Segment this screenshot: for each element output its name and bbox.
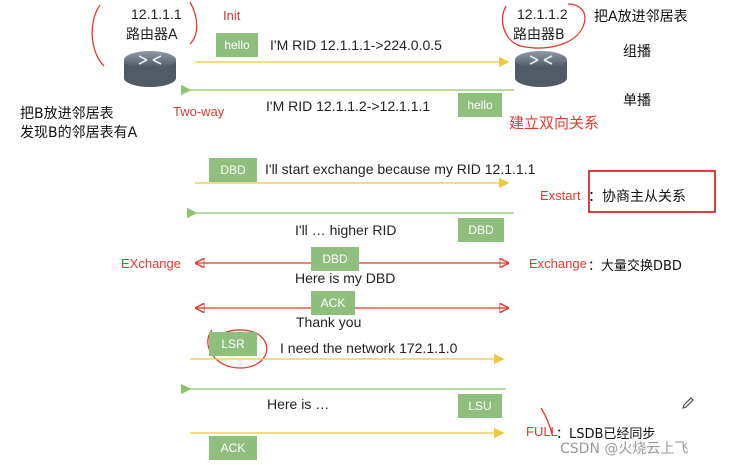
router-b-name: 路由器B	[513, 27, 565, 43]
badge-dbd-3: DBD	[311, 247, 359, 271]
note-exstart-desc: ：协商主从关系	[588, 189, 686, 205]
badge-lsr: LSR	[209, 332, 257, 356]
router-a-circle-mark	[91, 1, 198, 67]
state-exchange-right: Exchange	[529, 256, 587, 271]
badge-hello-a: hello	[216, 33, 258, 57]
note-unicast: 单播	[623, 93, 651, 109]
state-exchange-left: EXchange	[121, 256, 181, 271]
state-exstart: Exstart	[540, 188, 581, 203]
watermark: CSDN @火烧云上飞	[560, 441, 689, 457]
msg-dbd-2: I'll … higher RID	[295, 222, 397, 238]
note-b-add-a: 把A放进邻居表	[594, 9, 688, 25]
router-a-icon	[124, 51, 176, 87]
state-two-way: Two-way	[173, 104, 225, 119]
msg-dbd-3: Here is my DBD	[295, 270, 396, 286]
badge-hello-b: hello	[458, 93, 502, 117]
pen-icon	[682, 397, 694, 409]
exstart-box	[588, 170, 716, 213]
router-b-circle-mark	[501, 3, 586, 49]
full-tick-mark	[540, 407, 553, 435]
router-a-ip: 12.1.1.1	[131, 6, 182, 22]
note-a-add-b-line1: 把B放进邻居表	[20, 106, 114, 122]
msg-lsu: Here is …	[267, 396, 330, 412]
msg-dbd-1: I'll start exchange because my RID 12.1.…	[265, 161, 536, 177]
msg-ack-1: Thank you	[296, 314, 362, 330]
note-exchange-desc: ：大量交换DBD	[588, 259, 682, 274]
badge-ack-1: ACK	[311, 291, 355, 315]
router-a-name: 路由器A	[126, 27, 178, 43]
state-init: Init	[223, 8, 241, 23]
badge-ack-2: ACK	[209, 436, 257, 460]
msg-hello-a: I'M RID 12.1.1.1->224.0.0.5	[270, 37, 442, 53]
note-a-add-b-line2: 发现B的邻居表有A	[20, 125, 138, 141]
router-b-icon	[515, 51, 567, 87]
msg-lsr: I need the network 172.1.1.0	[280, 340, 458, 356]
note-multicast: 组播	[623, 44, 651, 60]
note-full-desc: ：LSDB已经同步	[556, 427, 656, 442]
note-bidirectional: 建立双向关系	[509, 114, 600, 132]
state-full: FULL	[526, 424, 558, 439]
badge-lsu: LSU	[458, 394, 502, 418]
router-b-ip: 12.1.1.2	[517, 6, 568, 22]
badge-dbd-2: DBD	[458, 218, 504, 242]
badge-dbd-1: DBD	[209, 158, 257, 182]
msg-hello-b: I'M RID 12.1.1.2->12.1.1.1	[266, 98, 431, 114]
